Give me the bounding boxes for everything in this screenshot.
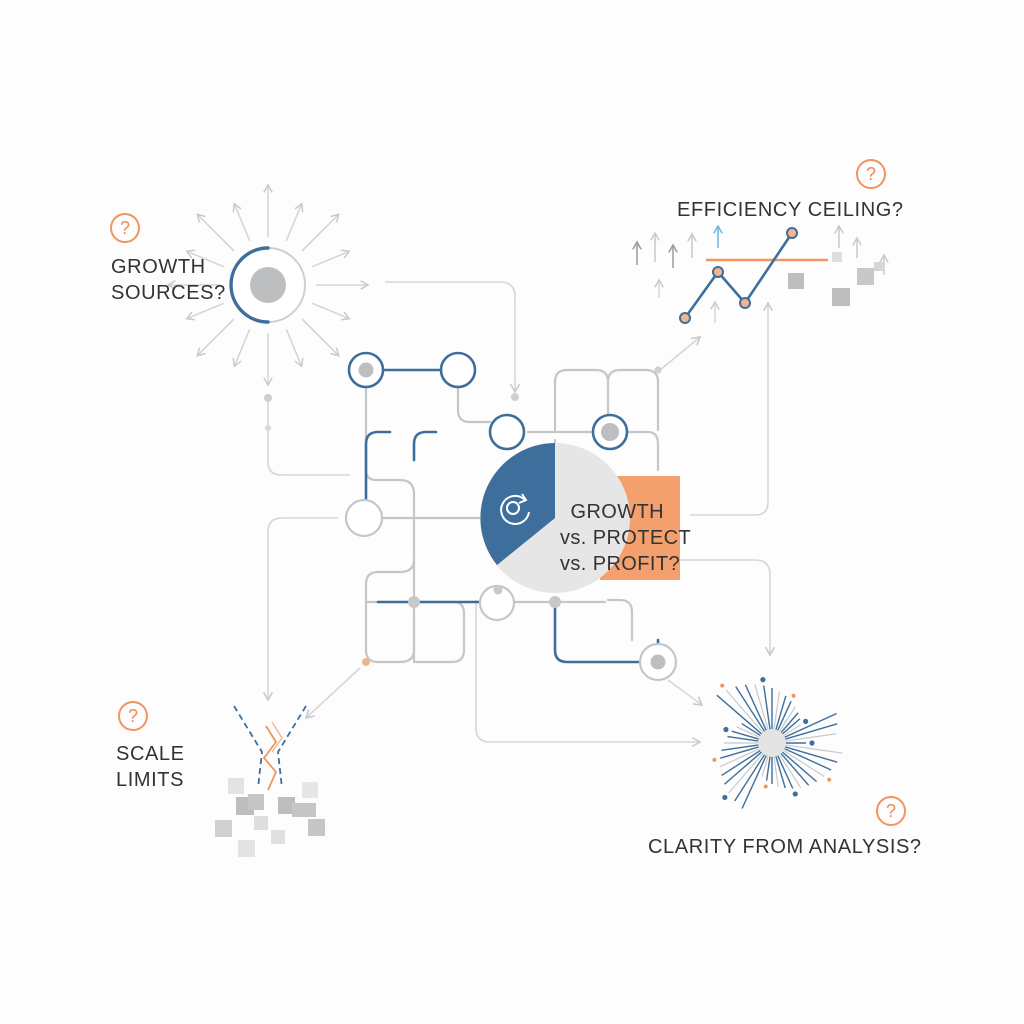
sun-ray [301, 318, 340, 357]
burst-spoke [763, 685, 772, 734]
growth-sources-line-2: SOURCES? [111, 282, 226, 304]
sun-ray [312, 249, 351, 268]
starburst-icon [712, 677, 843, 809]
efficiency-ceiling-label: EFFICIENCY CEILING? [677, 199, 904, 221]
question-mark-circle-icon: ? [118, 701, 148, 731]
burst-spoke [781, 723, 838, 741]
burst-spoke [779, 718, 801, 737]
burst-spoke [780, 747, 825, 778]
burst-spoke [741, 751, 769, 809]
burst-spoke [772, 691, 780, 734]
burst-dot [803, 718, 809, 724]
burst-spoke [775, 751, 794, 789]
circuit-nodes [344, 351, 678, 682]
clarity-label: CLARITY FROM ANALYSIS? [648, 836, 922, 858]
burst-dot [722, 794, 728, 801]
burst-spoke [781, 733, 837, 743]
burst-spoke [716, 694, 765, 737]
burst-spoke [725, 689, 766, 736]
burst-spoke [741, 722, 764, 739]
burst-dot [720, 683, 725, 688]
burst-spoke [774, 695, 787, 734]
growth-sources-line-1: GROWTH [111, 256, 206, 278]
sun-ray [196, 213, 235, 252]
burst-spoke [731, 730, 763, 741]
burst-spoke [744, 684, 769, 735]
burst-spoke [719, 746, 764, 768]
burst-spoke [781, 745, 838, 763]
burst-spoke [781, 743, 843, 754]
burst-spoke [780, 712, 837, 740]
sun-ray [285, 329, 304, 368]
question-mark-circle-icon: ? [856, 159, 886, 189]
burst-spoke [719, 745, 763, 759]
burst-spoke [779, 749, 818, 783]
burst-dot [827, 777, 832, 782]
burst-dot [791, 693, 796, 698]
center-line-2: vs. PROTECT [560, 527, 692, 549]
sun-ray [196, 318, 235, 357]
burst-spoke [721, 747, 764, 777]
burst-spoke [776, 751, 802, 788]
burst-dot [809, 740, 815, 746]
growth-sources-label: GROWTH SOURCES? [111, 254, 226, 306]
sun-ray [232, 202, 251, 241]
center-line-3: vs. PROFIT? [560, 553, 680, 575]
scale-limits-line-2: LIMITS [116, 769, 185, 791]
burst-dot [763, 784, 768, 789]
radiating-sun-icon [166, 183, 370, 387]
sun-ray [301, 213, 340, 252]
center-hub [480, 443, 680, 593]
burst-spoke [765, 752, 772, 781]
scale-limits-line-1: SCALE [116, 743, 185, 765]
burst-spoke [734, 751, 768, 802]
burst-spoke [780, 746, 832, 771]
scale-limits-label: SCALE LIMITS [116, 741, 185, 793]
burst-spoke [721, 743, 763, 751]
burst-spoke [778, 712, 799, 736]
circuit-navy-paths [364, 368, 660, 664]
center-line-1: GROWTH [570, 501, 664, 523]
burst-spoke [754, 684, 770, 734]
center-question-label: GROWTH vs. PROTECT vs. PROFIT? [560, 499, 692, 577]
sun-ray [185, 302, 224, 321]
burst-spoke [723, 749, 765, 785]
burst-dot [760, 677, 766, 683]
connector-dots [264, 366, 662, 666]
burst-spoke [736, 726, 764, 740]
burst-spoke [761, 752, 770, 777]
burst-spoke [778, 750, 810, 786]
burst-spoke [735, 686, 768, 735]
sun-ray [285, 202, 304, 241]
sun-ray [312, 302, 351, 321]
sun-ray [232, 329, 251, 368]
burst-spoke [727, 735, 763, 743]
burst-spoke [775, 700, 792, 735]
cracked-hourglass-icon [215, 705, 325, 857]
question-mark-circle-icon: ? [110, 213, 140, 243]
burst-spoke [774, 752, 786, 789]
burst-spoke [772, 752, 779, 787]
question-mark-circle-icon: ? [876, 796, 906, 826]
sun-ray [185, 249, 224, 268]
refresh-cycle-icon [500, 493, 530, 525]
burst-spoke [776, 706, 796, 735]
burst-spoke [728, 750, 766, 794]
burst-dot [712, 757, 717, 762]
connector-lines [262, 281, 776, 748]
burst-dot [792, 791, 798, 797]
line-chart-ceiling-icon [632, 224, 889, 324]
burst-dot [723, 726, 729, 733]
